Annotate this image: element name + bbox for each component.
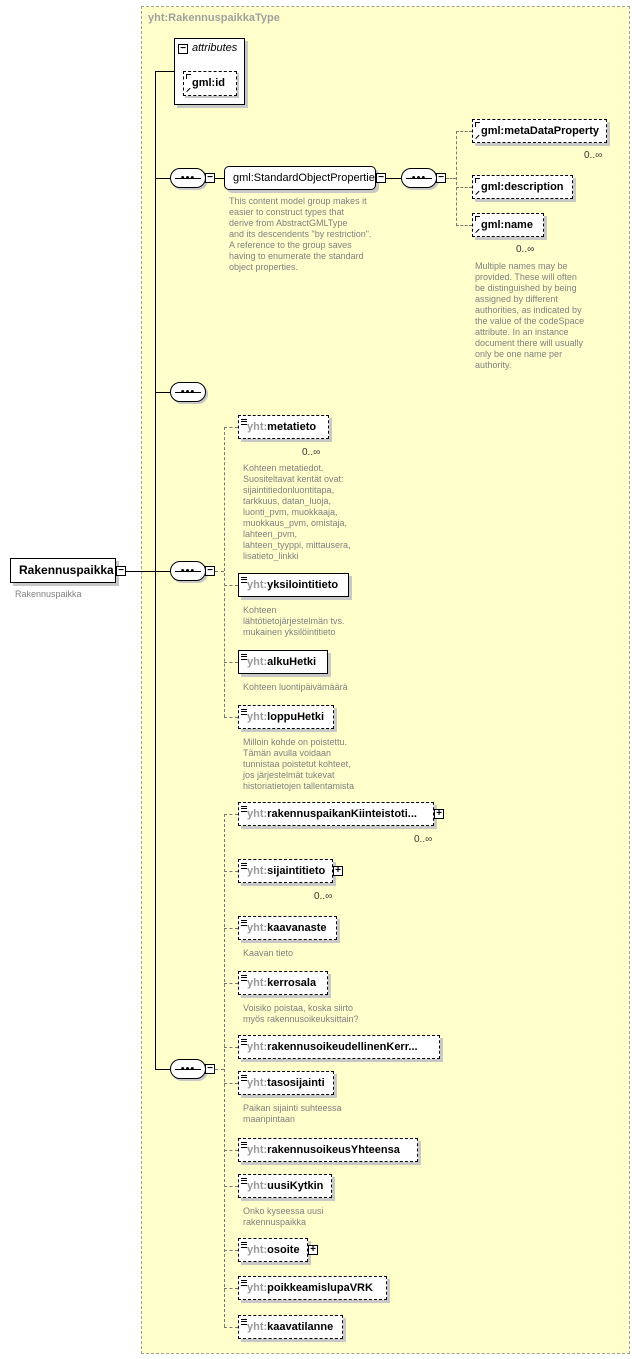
kaavatilanne-element[interactable]: yht:kaavatilanne	[238, 1315, 343, 1339]
spine-to-seq-group	[155, 178, 170, 179]
yksilointitieto-annotation: Kohteen lähtötietojärjestelmän tvs. muka…	[243, 605, 345, 637]
gml-metadataproperty-element[interactable]: gml:metaDataProperty	[472, 119, 607, 143]
kiinteistotiedot-cardinality: 0..∞	[414, 834, 433, 845]
seq2-children-line	[224, 814, 225, 1327]
sequence2-collapse-toggle[interactable]: −	[205, 1064, 215, 1074]
root-annotation: Rakennuspaikka	[15, 589, 82, 599]
connector-group-seq	[386, 178, 401, 179]
kerrosala-element[interactable]: yht:kerrosala	[238, 971, 328, 995]
osoite-element[interactable]: yht:osoite	[238, 1238, 308, 1262]
group-collapse-toggle[interactable]: −	[376, 173, 386, 183]
uusikytkin-annotation: Onko kyseessa uusi rakennuspaikka	[243, 1206, 324, 1227]
connector-kaavanaste	[224, 928, 238, 929]
connector-poikkeamislupa	[224, 1288, 238, 1289]
connector-tasosijainti	[224, 1083, 238, 1084]
gml-id-attribute[interactable]: gml:id	[183, 71, 237, 96]
seq2-stub	[215, 1069, 224, 1070]
kerrosala-annotation: Voisiko poistaa, koska siirto myös raken…	[243, 1003, 359, 1024]
main-spine	[155, 71, 156, 1069]
sijaintitieto-cardinality: 0..∞	[314, 891, 333, 902]
connector-osoite	[224, 1250, 238, 1251]
sijaintitieto-expand-toggle[interactable]: +	[333, 866, 343, 876]
inner-sequence-collapse-toggle[interactable]: −	[436, 173, 446, 183]
sequence-compositor-group	[170, 168, 206, 188]
root-connector	[126, 571, 155, 572]
metatieto-cardinality: 0..∞	[302, 447, 321, 458]
tasosijainti-element[interactable]: yht:tasosijainti	[238, 1071, 334, 1095]
gml-description-element[interactable]: gml:description	[472, 175, 573, 199]
group-children-line	[456, 131, 457, 226]
sequence1-collapse-toggle[interactable]: −	[205, 566, 215, 576]
tasosijainti-annotation: Paikan sijainti suhteessa maanpintaan	[243, 1103, 342, 1124]
sequence-compositor-1	[170, 561, 206, 581]
name-annotation: Multiple names may be provided. These wi…	[475, 261, 585, 370]
kaavanaste-element[interactable]: yht:kaavanaste	[238, 916, 337, 940]
connector-rakennusoikeudellinen	[224, 1047, 238, 1048]
standard-object-properties-group[interactable]: gml:StandardObjectProperties	[224, 166, 376, 190]
seq1-children-line	[224, 427, 225, 717]
yksilointitieto-element[interactable]: yht:yksilointitieto	[238, 573, 349, 597]
root-collapse-toggle[interactable]: −	[116, 566, 126, 576]
kiinteistotiedot-element[interactable]: yht:rakennuspaikanKiinteistoti...	[238, 802, 434, 826]
connector-alkuhetki	[224, 662, 238, 663]
kaavanaste-annotation: Kaavan tieto	[243, 948, 294, 958]
spine-to-seq2	[155, 1069, 170, 1070]
connector-metadataproperty	[456, 131, 472, 132]
connector-description	[456, 187, 472, 188]
group-annotation: This content model group makes it easier…	[229, 196, 372, 272]
connector-to-group	[215, 178, 224, 179]
kiinteistotiedot-expand-toggle[interactable]: +	[434, 809, 444, 819]
attributes-box: − attributes gml:id	[174, 38, 245, 105]
connector-kerrosala	[224, 983, 238, 984]
uusikytkin-element[interactable]: yht:uusiKytkin	[238, 1174, 332, 1198]
loppuhetki-annotation: Milloin kohde on poistettu. Tämän avulla…	[243, 737, 355, 791]
sijaintitieto-element[interactable]: yht:sijaintitieto	[238, 859, 333, 883]
connector-kiinteistotiedot	[224, 814, 238, 815]
metadataproperty-cardinality: 0..∞	[584, 150, 603, 161]
connector-sijaintitieto	[224, 871, 238, 872]
metatieto-annotation: Kohteen metatiedot. Suositeltavat kentät…	[243, 463, 351, 561]
name-cardinality: 0..∞	[516, 244, 535, 255]
connector-uusikytkin	[224, 1186, 238, 1187]
spine-to-seq1	[155, 571, 170, 572]
type-name: yht:RakennuspaikkaType	[148, 12, 280, 24]
sequence-group-collapse-toggle[interactable]: −	[205, 173, 215, 183]
sequence-compositor-2	[170, 1059, 206, 1079]
sequence-compositor-group-inner	[401, 168, 437, 188]
root-element-label: Rakennuspaikka	[19, 563, 114, 577]
spine-to-attributes	[155, 71, 174, 72]
connector-name	[456, 225, 472, 226]
connector-yksilointitieto	[224, 585, 238, 586]
attributes-title: attributes	[192, 42, 238, 54]
type-container	[141, 6, 630, 1354]
connector-rakennusoikeusyhteensa	[224, 1150, 238, 1151]
seq1-stub	[215, 571, 224, 572]
connector-loppuhetki	[224, 717, 238, 718]
connector-kaavatilanne	[224, 1327, 238, 1328]
group-children-stub	[446, 178, 456, 179]
poikkeamislupavrk-element[interactable]: yht:poikkeamislupaVRK	[238, 1276, 387, 1300]
rakennusoikeusyhteensa-element[interactable]: yht:rakennusoikeusYhteensa	[238, 1138, 418, 1162]
sequence-compositor-empty	[170, 382, 206, 402]
attributes-collapse-toggle[interactable]: −	[178, 44, 188, 54]
alkuhetki-annotation: Kohteen luontipäivämäärä	[243, 682, 348, 692]
spine-to-seq-empty	[155, 392, 170, 393]
rakennusoikeudellinen-element[interactable]: yht:rakennusoikeudellinenKerr...	[238, 1035, 440, 1059]
alkuhetki-element[interactable]: yht:alkuHetki	[238, 650, 328, 674]
loppuhetki-element[interactable]: yht:loppuHetki	[238, 705, 334, 729]
connector-metatieto	[224, 427, 238, 428]
metatieto-element[interactable]: yht:metatieto	[238, 415, 329, 439]
gml-name-element[interactable]: gml:name	[472, 213, 544, 237]
osoite-expand-toggle[interactable]: +	[308, 1245, 318, 1255]
root-element[interactable]: Rakennuspaikka	[10, 558, 116, 583]
